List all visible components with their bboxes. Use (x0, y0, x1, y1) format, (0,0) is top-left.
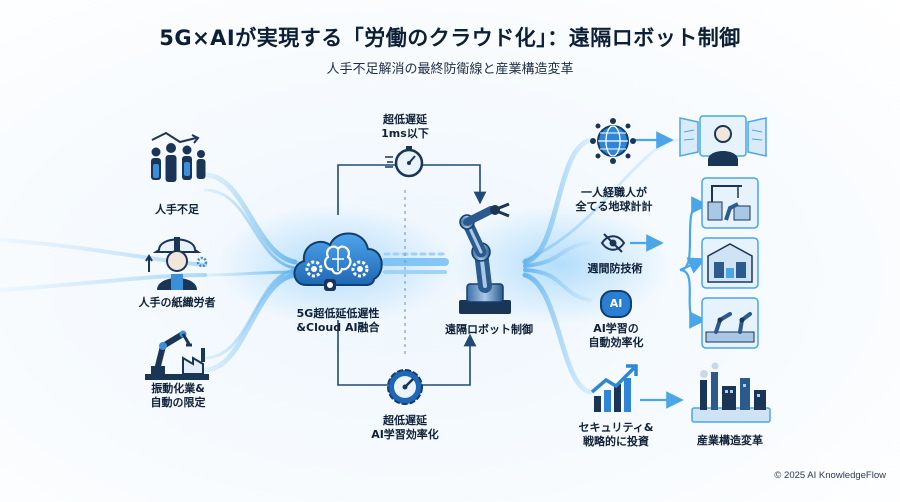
factory-robot-arm-icon (145, 330, 209, 380)
bottom-latency-label: 超低遅延 AI学習効率化 (371, 414, 439, 441)
worker-helmet-icon (145, 237, 208, 290)
stopwatch-icon (385, 146, 424, 178)
globe-network-icon (590, 118, 636, 164)
eye-slash-icon (600, 233, 626, 253)
page-subtitle: 人手不足解消の最終防衛線と産業構造変革 (326, 62, 574, 77)
industrial-city-icon (691, 362, 771, 423)
right-label-3: AI学習の 自動効率化 (588, 322, 644, 349)
construction-site-icon (701, 177, 759, 229)
people-decline-icon (151, 131, 206, 182)
left-label-1: 人手不足 (155, 203, 199, 216)
remote-operator-icon (679, 115, 767, 166)
top-latency-label: 超低遅延 1ms以下 (381, 113, 429, 140)
growth-chart-icon (590, 364, 638, 412)
gear-speed-icon (387, 369, 423, 405)
robot-arm-icon (459, 202, 511, 314)
right-label-1: 一人経職人が 全てる地球計計 (575, 186, 653, 213)
robot-label: 遠隔ロボット制御 (445, 323, 533, 336)
left-label-2: 人手の紙織労者 (138, 296, 216, 309)
warehouse-icon (701, 237, 759, 289)
right-label-4: セキュリティ& 戦略的に投資 (578, 421, 654, 448)
far-right-label: 産業構造変革 (697, 434, 763, 447)
copyright-footer: © 2025 AI KnowledgeFlow (774, 470, 886, 481)
cloud-label: 5G超低延低遅性 &Cloud AI融合 (296, 307, 380, 334)
right-label-2: 週間防技術 (587, 262, 643, 275)
cloud-ai-icon (293, 232, 383, 291)
left-label-3: 振動化業& 自動の限定 (150, 382, 206, 409)
page-title: 5G×AIが実現する「労働のクラウド化」：遠隔ロボット制御 (159, 26, 741, 50)
smart-factory-icon (701, 297, 759, 349)
ai-chip-icon: AI (600, 290, 632, 318)
